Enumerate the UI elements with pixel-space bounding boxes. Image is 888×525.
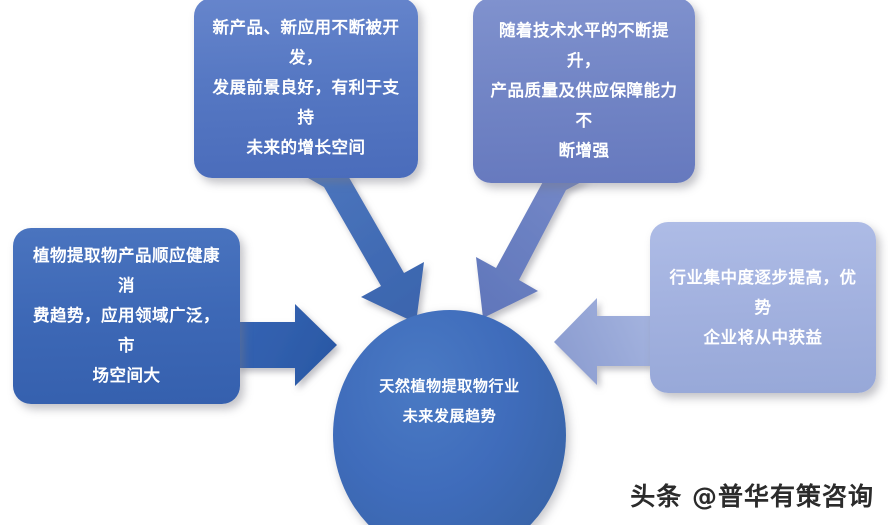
watermark-text: 头条 @普华有策咨询 <box>630 482 874 511</box>
arrow-left-to-center <box>236 304 337 386</box>
arrow-top-left-to-center <box>301 174 424 323</box>
node-box-top-left-text: 新产品、新应用不断被开发， 发展前景良好，有利于支持 未来的增长空间 <box>212 19 400 157</box>
node-box-left-text: 植物提取物产品顺应健康消 费趋势，应用领域广泛，市 场空间大 <box>33 247 220 385</box>
center-node-text: 天然植物提取物行业 未来发展趋势 <box>379 378 520 425</box>
arrow-right-to-center <box>554 298 652 385</box>
node-box-top-left[interactable]: 新产品、新应用不断被开发， 发展前景良好，有利于支持 未来的增长空间 <box>194 0 418 178</box>
arrow-top-right-to-center <box>476 178 589 318</box>
center-node[interactable]: 天然植物提取物行业 未来发展趋势 <box>333 310 566 525</box>
node-box-top-right[interactable]: 随着技术水平的不断提升， 产品质量及供应保障能力不 断增强 <box>473 0 695 183</box>
node-box-right[interactable]: 行业集中度逐步提高，优势 企业将从中获益 <box>650 222 876 393</box>
node-box-top-right-text: 随着技术水平的不断提升， 产品质量及供应保障能力不 断增强 <box>490 21 678 160</box>
node-box-left[interactable]: 植物提取物产品顺应健康消 费趋势，应用领域广泛，市 场空间大 <box>13 228 240 404</box>
node-box-right-text: 行业集中度逐步提高，优势 企业将从中获益 <box>669 268 857 347</box>
